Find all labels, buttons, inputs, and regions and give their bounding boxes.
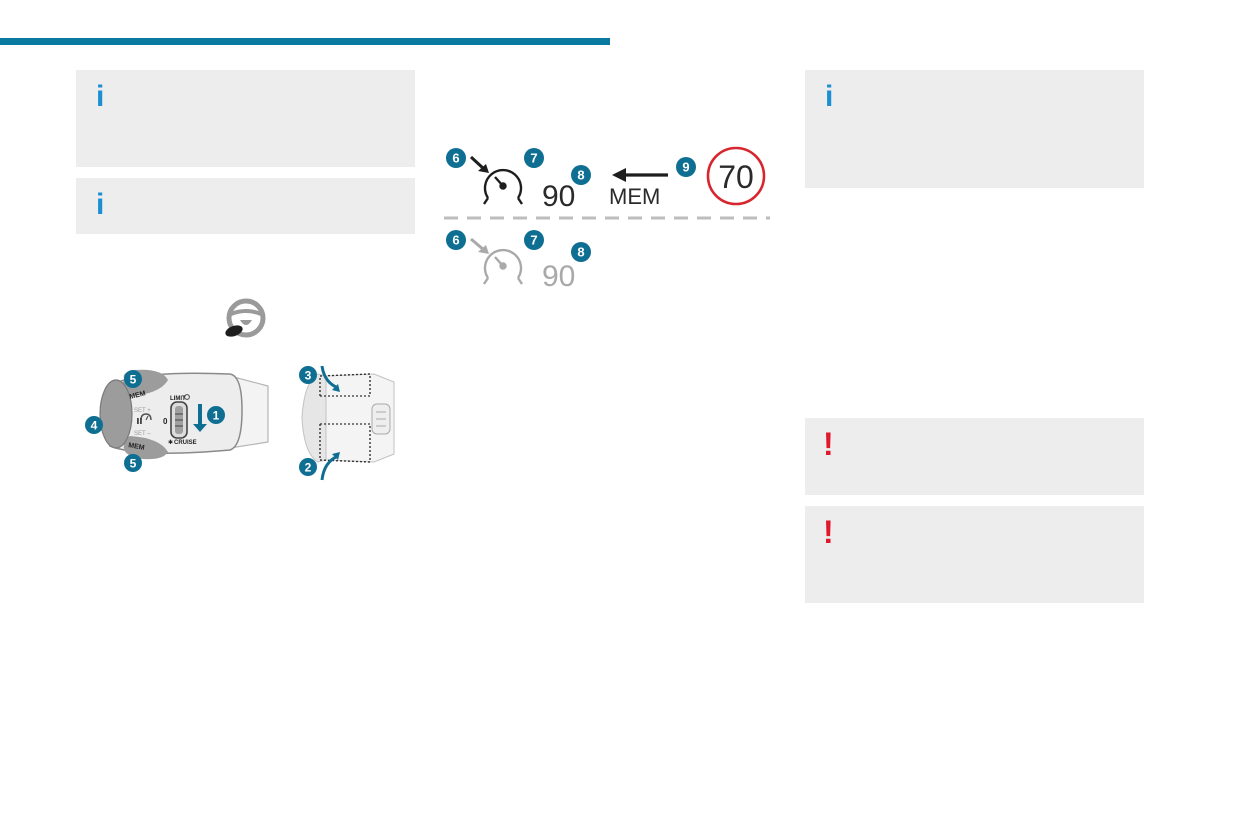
cruise-symbol: ✱ (168, 439, 173, 446)
svg-text:6: 6 (452, 233, 459, 248)
warning-note: ! (805, 418, 1144, 495)
svg-text:7: 7 (530, 151, 537, 166)
info-icon: i (825, 80, 834, 113)
info-note: i (76, 178, 415, 234)
callout-badge: 5 (124, 370, 142, 388)
svg-text:6: 6 (452, 151, 459, 166)
cruise-stalk-figure: MEM SET + SET – MEM LIMIT 0 CRUISE ✱ 1 4… (85, 369, 269, 472)
display-figure: 90 MEM 70 6 7 8 9 90 6 7 8 (444, 146, 770, 290)
svg-text:5: 5 (130, 373, 137, 387)
warning-note: ! (805, 506, 1144, 603)
callout-badge: 7 (524, 230, 544, 250)
callout-badge: 5 (124, 454, 142, 472)
warning-icon: ! (823, 514, 834, 550)
mem-label: MEM (609, 184, 660, 209)
callout-badge: 4 (85, 416, 103, 434)
svg-text:3: 3 (305, 369, 312, 383)
mem-button-label: MEM (128, 442, 145, 452)
svg-text:1: 1 (213, 409, 220, 423)
speedometer-icon (483, 168, 523, 205)
speedometer-icon (483, 248, 523, 285)
info-icon: i (96, 80, 105, 113)
info-note: i (805, 70, 1144, 188)
limit-label: LIMIT (170, 396, 186, 402)
stalk-side-view-figure: 3 2 (299, 365, 395, 481)
svg-text:5: 5 (130, 457, 137, 471)
section-header-rule (0, 38, 610, 45)
off-position-label: 0 (163, 417, 168, 426)
callout-badge: 7 (524, 148, 544, 168)
callout-badge: 1 (207, 406, 225, 424)
svg-text:8: 8 (577, 245, 584, 260)
warning-icon: ! (823, 426, 834, 462)
info-icon: i (96, 188, 105, 221)
callout-badge: 2 (299, 458, 317, 476)
svg-text:8: 8 (577, 168, 584, 183)
set-plus-label: SET + (134, 408, 151, 414)
callout-badge: 9 (676, 157, 696, 177)
mem-button-label: MEM (129, 390, 147, 401)
callout-badge: 3 (299, 366, 317, 384)
svg-text:7: 7 (530, 233, 537, 248)
svg-text:4: 4 (91, 419, 98, 433)
callout-badge: 8 (571, 242, 591, 262)
set-speed-value: 90 (542, 260, 575, 290)
info-note: i (76, 70, 415, 167)
svg-text:70: 70 (718, 159, 754, 195)
speed-limit-sign: 70 (706, 146, 766, 206)
callout-badge: 6 (446, 230, 466, 250)
steering-wheel-icon (225, 298, 266, 338)
set-speed-value: 90 (542, 180, 575, 213)
set-minus-label: SET – (134, 431, 151, 437)
svg-text:9: 9 (682, 160, 689, 175)
cruise-label: CRUISE (174, 440, 197, 446)
callout-badge: 8 (571, 165, 591, 185)
callout-badge: 6 (446, 148, 466, 168)
svg-text:2: 2 (305, 461, 312, 475)
